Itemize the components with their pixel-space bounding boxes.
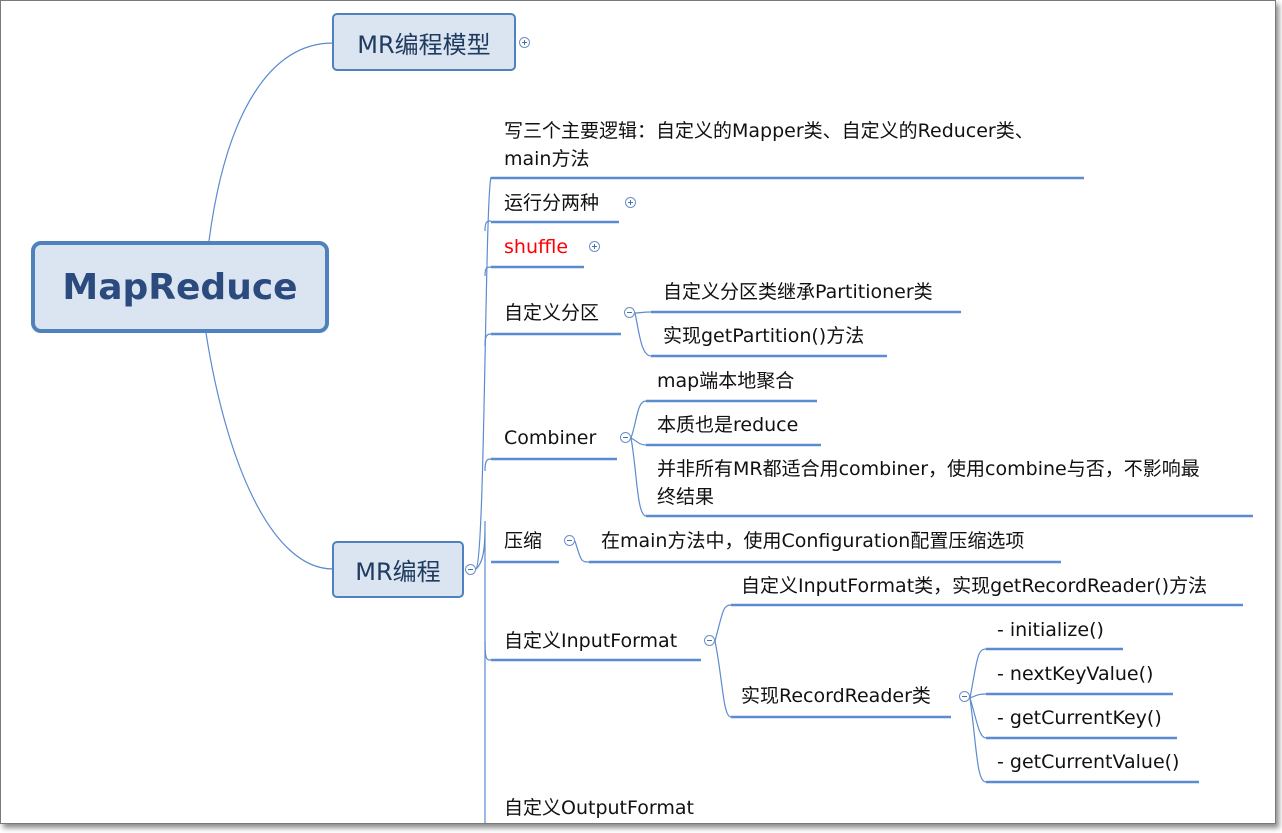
recordreader-child-1[interactable]: - initialize() <box>997 619 1104 641</box>
recordreader-child-4[interactable]: - getCurrentValue() <box>997 751 1180 773</box>
subtopic-logic-line2[interactable]: main方法 <box>504 148 590 170</box>
expand-toggle-icon[interactable] <box>589 241 600 252</box>
topic-mr-model[interactable]: MR编程模型 <box>332 13 516 71</box>
combiner-child-3-line1[interactable]: 并非所有MR都适合用combiner，使用combine与否，不影响最 <box>657 458 1200 480</box>
subtopic-partition[interactable]: 自定义分区 <box>504 302 600 324</box>
root-node[interactable]: MapReduce <box>31 241 329 333</box>
subtopic-combiner[interactable]: Combiner <box>504 427 597 449</box>
subtopic-compress[interactable]: 压缩 <box>504 530 543 552</box>
compress-child-1[interactable]: 在main方法中，使用Configuration配置压缩选项 <box>601 530 1025 552</box>
subtopic-logic-line1[interactable]: 写三个主要逻辑：自定义的Mapper类、自定义的Reducer类、 <box>504 120 1034 142</box>
partition-child-1[interactable]: 自定义分区类继承Partitioner类 <box>663 281 933 303</box>
partition-child-2[interactable]: 实现getPartition()方法 <box>663 325 865 347</box>
topic-mr-programming[interactable]: MR编程 <box>332 541 464 598</box>
subtopic-run-modes[interactable]: 运行分两种 <box>504 192 600 214</box>
collapse-toggle-icon[interactable] <box>959 691 970 702</box>
combiner-child-3-line2[interactable]: 终结果 <box>657 486 715 508</box>
combiner-child-1[interactable]: map端本地聚合 <box>657 370 795 392</box>
subtopic-inputformat[interactable]: 自定义InputFormat <box>504 630 678 652</box>
expand-toggle-icon[interactable] <box>519 37 530 48</box>
collapse-toggle-icon[interactable] <box>704 635 715 646</box>
collapse-toggle-icon[interactable] <box>620 432 631 443</box>
subtopic-outputformat[interactable]: 自定义OutputFormat <box>504 797 694 819</box>
subtopic-recordreader[interactable]: 实现RecordReader类 <box>741 685 931 707</box>
expand-toggle-icon[interactable] <box>625 197 636 208</box>
subtopic-shuffle[interactable]: shuffle <box>504 236 569 258</box>
recordreader-child-3[interactable]: - getCurrentKey() <box>997 707 1162 729</box>
combiner-child-2[interactable]: 本质也是reduce <box>657 414 799 436</box>
collapse-toggle-icon[interactable] <box>624 307 635 318</box>
recordreader-child-2[interactable]: - nextKeyValue() <box>997 663 1154 685</box>
collapse-toggle-icon[interactable] <box>465 564 476 575</box>
inputformat-child-1[interactable]: 自定义InputFormat类，实现getRecordReader()方法 <box>741 575 1208 597</box>
collapse-toggle-icon[interactable] <box>564 535 575 546</box>
